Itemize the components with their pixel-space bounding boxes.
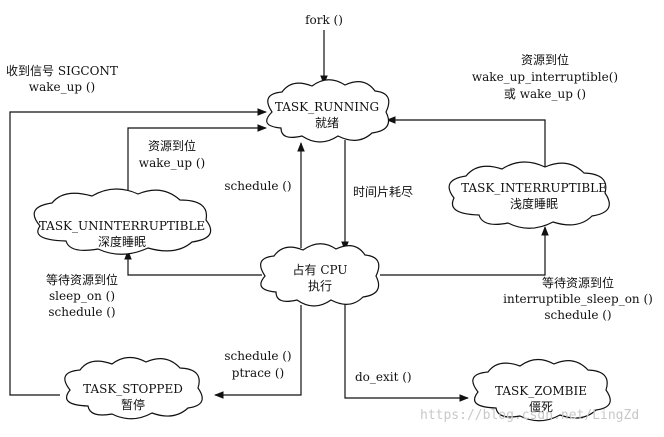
label-line: 等待资源到位: [46, 272, 118, 287]
state-stopped: TASK_STOPPED 暂停: [64, 356, 203, 420]
label-line: schedule (): [544, 308, 611, 322]
state-interruptible: TASK_INTERRUPTIBLE 浅度睡眠: [448, 161, 610, 229]
label-line: wake_up (): [139, 156, 205, 170]
state-desc: 执行: [308, 279, 332, 293]
state-desc: 浅度睡眠: [510, 196, 558, 211]
state-uninterruptible: TASK_UNINTERRUPTIBLE 深度睡眠: [33, 188, 212, 255]
cloud-shape: [260, 243, 380, 307]
state-zombie: TASK_ZOMBIE 僵死: [472, 358, 611, 422]
label-line: 等待资源到位: [542, 275, 614, 290]
edge-stopped-to-running: [9, 108, 267, 396]
state-desc: 暂停: [121, 397, 145, 412]
state-name: TASK_UNINTERRUPTIBLE: [39, 219, 205, 233]
label-line: schedule (): [48, 305, 115, 319]
edge-uninterruptible-to-running: [127, 124, 267, 196]
label-interruptible-sleep-on: 等待资源到位 interruptible_sleep_on () schedul…: [503, 275, 653, 322]
label-line: ptrace (): [232, 366, 284, 380]
label-uninterruptible-wake: 资源到位 wake_up (): [139, 138, 205, 170]
state-name: TASK_RUNNING: [275, 100, 379, 114]
cloud-shape: [266, 79, 390, 143]
edge-cpu-to-stopped: [214, 305, 302, 399]
label-ptrace: schedule () ptrace (): [224, 349, 291, 380]
label-line: schedule (): [224, 349, 291, 363]
label-line: 资源到位: [521, 52, 569, 67]
state-name: TASK_ZOMBIE: [495, 384, 587, 398]
edge-cpu-to-interruptible: [380, 226, 549, 276]
edge-cpu-to-zombie: [344, 300, 469, 402]
watermark-text: https://blog.csdn.net/LingZd: [420, 408, 639, 423]
state-cpu: 占有 CPU 执行: [260, 243, 380, 307]
cloud-shape: [472, 358, 611, 422]
label-line: sleep_on (): [49, 289, 115, 303]
label-timeslice: 时间片耗尽: [353, 185, 413, 199]
label-schedule: schedule (): [224, 179, 291, 193]
label-sleep-on: 等待资源到位 sleep_on () schedule (): [46, 272, 118, 319]
label-fork: fork (): [305, 13, 343, 27]
label-line: 或 wake_up (): [504, 87, 586, 101]
cloud-shape: [448, 161, 610, 229]
cloud-shape: [33, 188, 212, 255]
label-line: interruptible_sleep_on (): [503, 292, 653, 306]
state-running: TASK_RUNNING 就绪: [266, 79, 390, 143]
label-line: wake_up (): [29, 80, 95, 94]
transition-edges: [9, 30, 549, 402]
state-desc: 就绪: [315, 116, 339, 130]
label-line: wake_up_interruptible(): [472, 70, 618, 84]
state-desc: 僵死: [529, 400, 553, 414]
label-line: 资源到位: [148, 138, 196, 153]
state-desc: 深度睡眠: [98, 234, 146, 249]
label-interruptible-wake: 资源到位 wake_up_interruptible() 或 wake_up (…: [472, 52, 618, 101]
cloud-shape: [64, 356, 203, 420]
state-name: TASK_INTERRUPTIBLE: [461, 181, 607, 195]
edge-interruptible-to-running: [386, 116, 546, 170]
state-name: 占有 CPU: [293, 262, 348, 277]
label-do-exit: do_exit (): [355, 370, 412, 384]
label-sigcont: 收到信号 SIGCONT wake_up (): [6, 64, 118, 94]
label-line: 收到信号 SIGCONT: [6, 64, 118, 78]
state-name: TASK_STOPPED: [83, 382, 183, 396]
edge-cpu-to-uninterruptible: [124, 250, 262, 276]
